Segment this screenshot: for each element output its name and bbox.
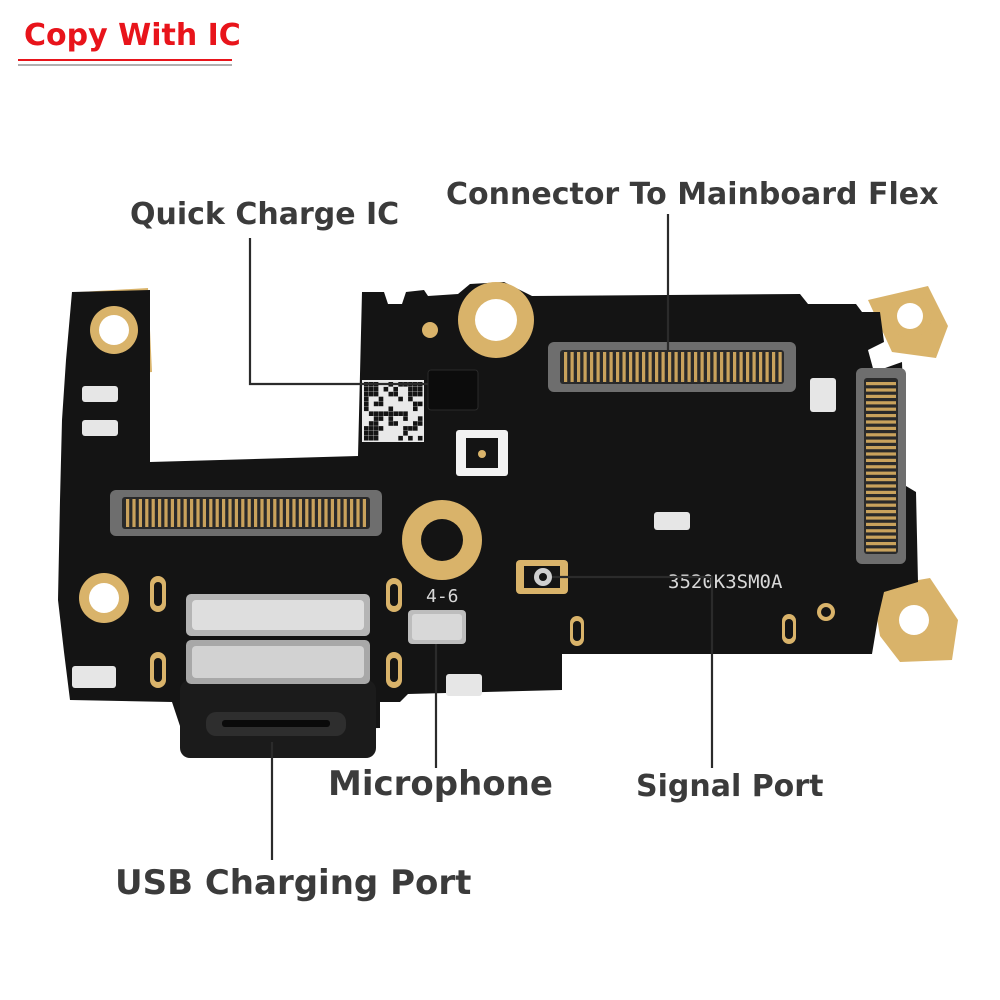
label-quick-charge-ic: Quick Charge IC (130, 197, 400, 232)
silkscreen-model: 3520K3SM0A (668, 571, 783, 593)
leader-signal-port (552, 575, 714, 768)
component-small-a (810, 378, 836, 412)
component-small-e (446, 674, 482, 696)
badge-underline (18, 59, 232, 61)
label-usb-charging-port: USB Charging Port (115, 863, 472, 903)
leader-quick-charge (248, 238, 428, 386)
microphone-component (408, 610, 466, 644)
badge-text: Copy With IC (24, 18, 241, 53)
via-hole-top (422, 322, 438, 338)
badge-underline-shadow (18, 64, 232, 66)
label-microphone: Microphone (328, 764, 553, 804)
label-signal-port: Signal Port (636, 769, 824, 804)
connector-right (856, 368, 906, 564)
component-small-b (654, 512, 690, 530)
quick-charge-ic (427, 369, 479, 411)
signal-port (516, 560, 568, 594)
connector-left (110, 490, 382, 536)
connector-top (548, 342, 796, 392)
usb-port-component (180, 594, 376, 758)
qr-code (362, 380, 424, 442)
copy-with-ic-badge: Copy With IC (18, 10, 241, 68)
silkscreen-mic-code: 4-6 (426, 586, 459, 607)
component-small-c (82, 386, 118, 402)
component-small-f (72, 666, 116, 688)
label-connector-to-mainboard-flex: Connector To Mainboard Flex (446, 177, 939, 212)
mounting-holes (79, 282, 938, 644)
component-small-d (82, 420, 118, 436)
callout-lines (248, 214, 714, 860)
